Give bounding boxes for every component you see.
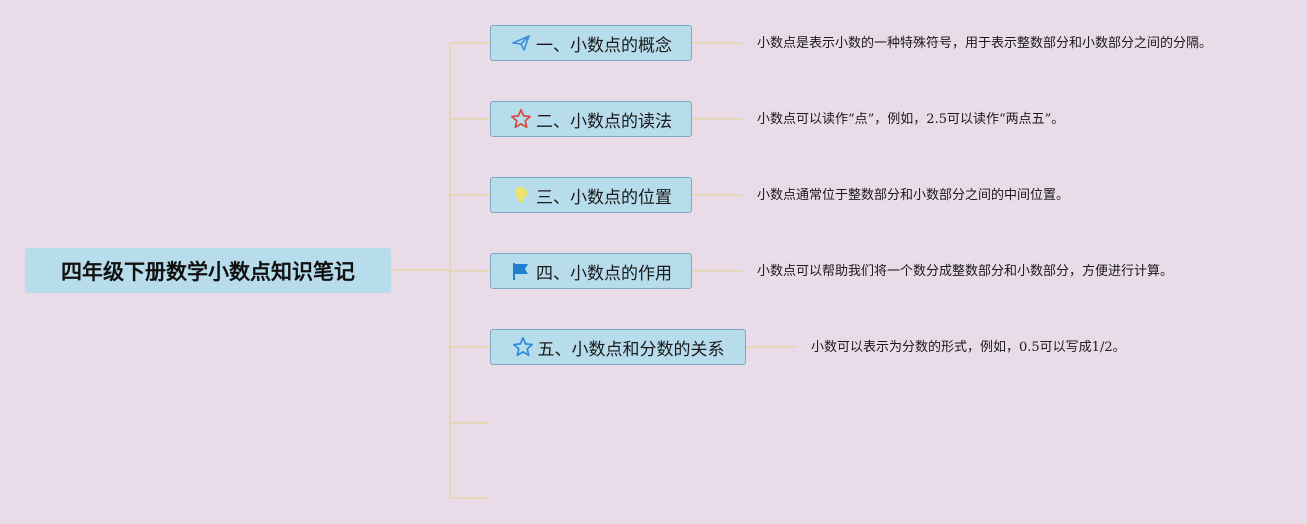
topic-label: 一、小数点的概念 <box>536 35 672 56</box>
topic-node-position[interactable]: 三、小数点的位置 <box>490 177 692 213</box>
flag-icon <box>510 260 532 282</box>
topic-description: 小数点可以帮助我们将一个数分成整数部分和小数部分，方便进行计算。 <box>757 264 1174 279</box>
lightbulb-icon <box>510 184 532 206</box>
topic-description: 小数点是表示小数的一种特殊符号，用于表示整数部分和小数部分之间的分隔。 <box>757 36 1213 51</box>
topic-node-concept[interactable]: 一、小数点的概念 <box>490 25 692 61</box>
root-node[interactable]: 四年级下册数学小数点知识笔记 <box>25 248 391 293</box>
topic-label: 三、小数点的位置 <box>536 187 672 208</box>
topic-node-reading[interactable]: 二、小数点的读法 <box>490 101 692 137</box>
paper-plane-icon <box>510 32 532 54</box>
topic-description: 小数可以表示为分数的形式，例如，0.5可以写成1/2。 <box>811 340 1126 355</box>
topic-label: 五、小数点和分数的关系 <box>537 339 725 360</box>
star-icon <box>512 336 534 358</box>
root-title: 四年级下册数学小数点知识笔记 <box>61 259 355 284</box>
topic-node-function[interactable]: 四、小数点的作用 <box>490 253 692 289</box>
topic-node-fraction-relation[interactable]: 五、小数点和分数的关系 <box>490 329 746 365</box>
topic-description: 小数点通常位于整数部分和小数部分之间的中间位置。 <box>757 188 1070 203</box>
star-outline-icon <box>510 108 532 130</box>
topic-label: 二、小数点的读法 <box>536 111 672 132</box>
topic-description: 小数点可以读作“点”，例如，2.5可以读作“两点五”。 <box>757 112 1065 127</box>
topic-label: 四、小数点的作用 <box>536 263 672 284</box>
